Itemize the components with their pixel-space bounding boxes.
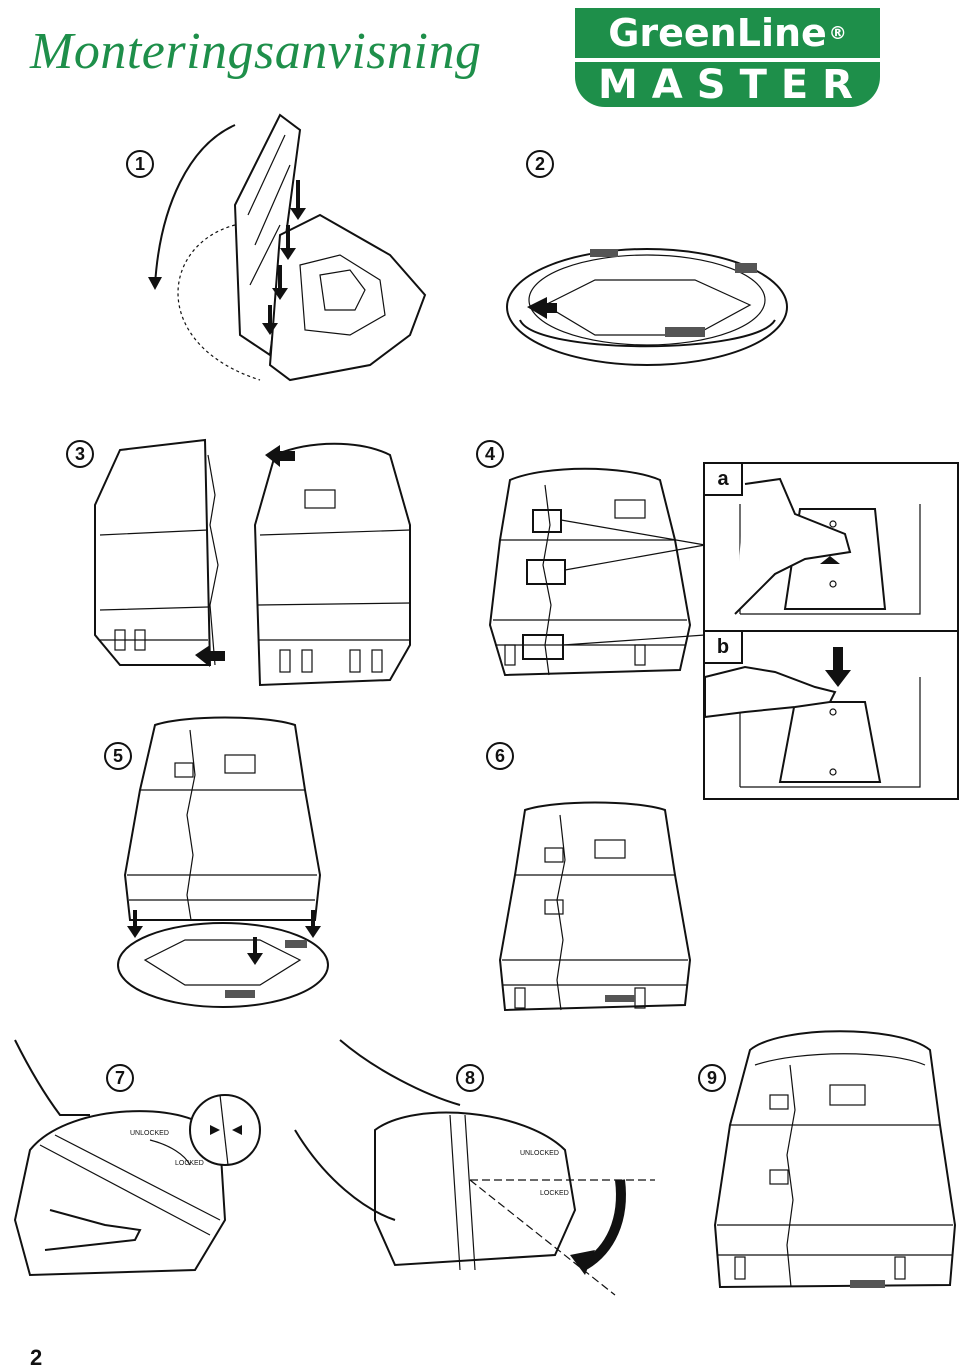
brand-name: GreenLine (608, 11, 827, 55)
step-3-illustration (94, 438, 411, 687)
step-7-illustration: UNLOCKED LOCKED (13, 1039, 261, 1277)
step-3-marker: 3 (66, 440, 94, 468)
step-9-marker: 9 (698, 1064, 726, 1092)
step-1-illustration (148, 113, 427, 382)
step-4-marker: 4 (476, 440, 504, 468)
step-8-illustration: UNLOCKED LOCKED (294, 1039, 655, 1296)
detail-panel-a-label: a (705, 464, 743, 496)
detail-panel-b: b (703, 630, 959, 800)
step-8-locked-label: LOCKED (540, 1190, 569, 1197)
step-8-marker: 8 (456, 1064, 484, 1092)
brand-logo-top: GreenLine® (575, 8, 880, 58)
page-number: 2 (30, 1345, 43, 1370)
registered-mark: ® (828, 22, 847, 44)
step-2-marker: 2 (526, 150, 554, 178)
step-5-marker: 5 (104, 742, 132, 770)
step-7-unlocked-label: UNLOCKED (130, 1130, 169, 1137)
step-5-illustration (117, 716, 329, 1008)
step-1-marker: 1 (126, 150, 154, 178)
step-4-illustration (488, 467, 706, 677)
detail-panel-b-label: b (705, 632, 743, 664)
detail-b-illustration (704, 647, 921, 788)
page-title: Monteringsanvisning (30, 23, 482, 80)
brand-logo-bottom: MASTER (575, 62, 880, 108)
step-7-marker: 7 (106, 1064, 134, 1092)
step-8-unlocked-label: UNLOCKED (520, 1150, 559, 1157)
step-2-illustration (506, 248, 788, 366)
step-6-illustration (498, 801, 692, 1012)
step-9-illustration (713, 1030, 957, 1289)
detail-a-illustration (734, 477, 921, 615)
detail-panel-a: a (703, 462, 959, 632)
step-6-marker: 6 (486, 742, 514, 770)
